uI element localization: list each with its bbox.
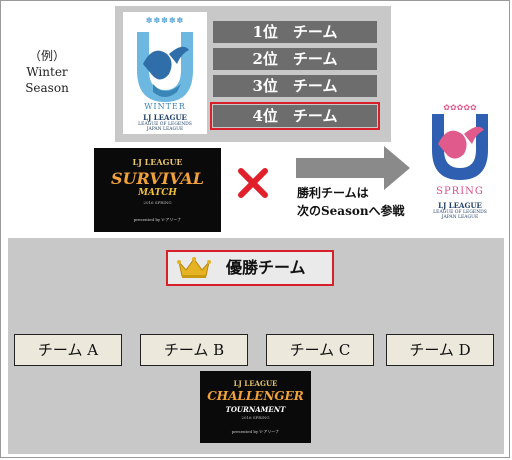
challenger-league-text: LJ LEAGUE xyxy=(233,379,278,388)
winter-sub-line2: JAPAN LEAGUE xyxy=(146,127,184,132)
rank-3-team: 3位 チーム xyxy=(213,75,377,97)
spring-season-logo: ✿✿✿✿✿ SPRING LJ LEAGUE LEAGUE OF LEGENDS… xyxy=(420,100,500,228)
winter-season-text: WINTER xyxy=(144,102,186,111)
winter-season-logo: ✽✽✽✽✽ WINTER LJ LEAGUE LEAGUE OF LEGENDS… xyxy=(123,12,207,134)
cross-icon xyxy=(238,168,268,198)
winner-note: 勝利チームは 次のSeasonへ参戦 xyxy=(297,184,407,220)
winner-note-line2: 次のSeasonへ参戦 xyxy=(297,204,405,218)
rank-2-team: 2位 チーム xyxy=(213,48,377,70)
spring-league-text: LJ LEAGUE xyxy=(438,201,482,210)
example-note-line2: Winter xyxy=(26,65,68,79)
challenger-season-text: 2016 SPRING xyxy=(241,415,270,420)
team-b-box: チーム B xyxy=(140,334,248,366)
example-note: （例） Winter Season xyxy=(14,48,80,96)
challenger-title-text: CHALLENGER xyxy=(207,389,304,403)
survival-league-text: LJ LEAGUE xyxy=(132,157,183,167)
winter-crest-icon xyxy=(137,32,193,102)
team-d-box: チーム D xyxy=(386,334,494,366)
spring-sub-text: LEAGUE OF LEGENDS JAPAN LEAGUE xyxy=(420,210,500,220)
challenger-subtitle-text: TOURNAMENT xyxy=(225,405,286,414)
team-a-box: チーム A xyxy=(14,334,122,366)
svg-text:✿✿✿✿✿: ✿✿✿✿✿ xyxy=(443,103,477,112)
winter-sub-line1: LEAGUE OF LEGENDS xyxy=(138,122,192,127)
winter-league-text: LJ LEAGUE xyxy=(143,113,187,122)
example-note-line1: （例） xyxy=(28,49,65,63)
rank-1-team: 1位 チーム xyxy=(213,21,377,43)
crown-icon xyxy=(177,257,211,278)
winter-sub-text: LEAGUE OF LEGENDS JAPAN LEAGUE xyxy=(123,122,207,132)
survival-match-logo: LJ LEAGUE SURVIVAL MATCH 2016 SPRING pre… xyxy=(94,148,221,232)
rank-4-team: 4位 チーム xyxy=(210,102,380,130)
challenger-presented-text: presented by V-アリーナ xyxy=(231,429,280,434)
snowflake-icons: ✽✽✽✽✽ xyxy=(145,16,185,25)
spring-sub-line2: JAPAN LEAGUE xyxy=(441,215,479,220)
survival-presented-text: presented by V-アリーナ xyxy=(133,217,182,222)
team-c-box: チーム C xyxy=(266,334,374,366)
spring-sub-line1: LEAGUE OF LEGENDS xyxy=(433,210,487,215)
survival-title-text: SURVIVAL xyxy=(111,169,204,188)
spring-season-text: SPRING xyxy=(436,186,484,197)
survival-subtitle-text: MATCH xyxy=(138,188,177,198)
survival-season-text: 2016 SPRING xyxy=(143,200,172,205)
example-note-line3: Season xyxy=(25,81,69,95)
challenger-tournament-logo: LJ LEAGUE CHALLENGER TOURNAMENT 2016 SPR… xyxy=(200,371,311,443)
spring-crest-icon: ✿✿✿✿✿ xyxy=(432,103,488,180)
winner-note-line1: 勝利チームは xyxy=(297,186,369,200)
